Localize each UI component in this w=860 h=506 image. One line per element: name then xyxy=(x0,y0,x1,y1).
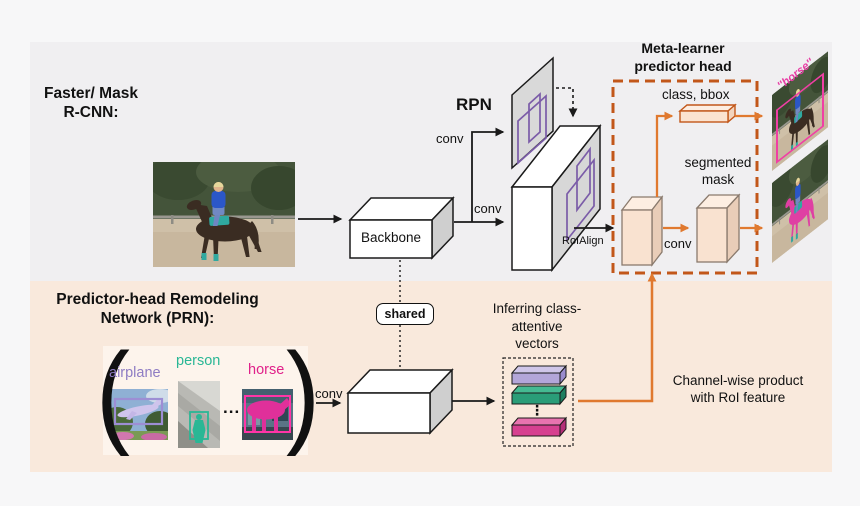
rpn-feature-plane xyxy=(511,56,554,170)
support-label-person: person xyxy=(176,353,221,369)
roialign-label: RoIAlign xyxy=(562,235,604,247)
support-ellipsis: ... xyxy=(223,398,241,417)
prn-title-line2: Network (PRN): xyxy=(100,310,215,328)
airplane-bbox xyxy=(113,397,164,426)
anchor-box-icon xyxy=(528,92,541,144)
horse-support-bbox xyxy=(244,395,291,433)
rpn-label: RPN xyxy=(456,95,492,114)
prn-title: Predictor-head Remodeling Network (PRN): xyxy=(30,290,285,329)
person-bbox xyxy=(189,411,209,440)
anchor-box-icon xyxy=(517,94,547,165)
faster-rcnn-title: Faster/ Mask R-CNN: xyxy=(32,84,150,123)
support-label-horse: horse xyxy=(248,362,285,378)
arrow-conv-to-rpn xyxy=(471,127,505,222)
conv-label-prn: conv xyxy=(315,386,343,401)
airplane-mask-icon xyxy=(117,398,162,420)
segmented-mask-line1: segmented xyxy=(684,155,752,170)
arrow-roihead-to-fc xyxy=(655,111,674,197)
channelwise-line1: Channel-wise product xyxy=(672,373,804,388)
conv-label-maskhead: conv xyxy=(664,236,692,251)
support-image-horse xyxy=(242,389,293,440)
roi-feature-box xyxy=(510,123,602,273)
horse-mask-icon xyxy=(247,398,291,431)
faster-rcnn-title-line2: R-CNN: xyxy=(63,104,119,122)
vector-airplane xyxy=(510,364,568,386)
inferring-line3: vectors xyxy=(515,336,559,352)
vector-person xyxy=(510,384,568,406)
meta-learner-title-line1: Meta-learner xyxy=(641,40,725,56)
meta-learner-dashed-box xyxy=(611,79,759,275)
support-image-airplane xyxy=(110,389,168,440)
anchor-box-icon xyxy=(566,157,595,243)
class-attentive-vectors xyxy=(502,357,574,447)
meta-learner-title-line2: predictor head xyxy=(634,57,732,74)
shared-badge: shared xyxy=(376,303,434,325)
channelwise-label: Channel-wise product with RoI feature xyxy=(652,373,824,407)
prn-title-line1: Predictor-head Remodeling xyxy=(56,291,259,308)
anchor-box-icon xyxy=(576,146,591,213)
conv-label-rpn: conv xyxy=(436,131,464,146)
support-paren-close: ) xyxy=(286,329,320,457)
class-bbox-fc-box xyxy=(678,103,737,124)
segmented-mask-line2: mask xyxy=(701,171,735,187)
backbone-label: Backbone xyxy=(360,230,422,245)
backbone-box xyxy=(348,196,455,260)
roi-head-box xyxy=(620,195,664,267)
support-paren-open: ( xyxy=(96,329,130,457)
support-image-person xyxy=(178,381,220,448)
inferring-vectors-label: Inferring class- attentive vectors xyxy=(476,300,598,353)
prn-backbone-box xyxy=(346,368,454,435)
vector-ellipsis: ⋮ xyxy=(530,402,544,418)
dashed-arrow-rpn-to-roibox xyxy=(556,87,578,118)
person-mask-icon xyxy=(192,414,206,443)
vector-horse xyxy=(510,416,568,438)
support-label-airplane: airplane xyxy=(109,365,161,381)
arrow-channelwise-product xyxy=(578,272,657,403)
shared-label: shared xyxy=(384,307,426,321)
inferring-line1: Inferring class- xyxy=(492,301,582,316)
conv-label-roibox: conv xyxy=(474,201,502,216)
channelwise-line2: with RoI feature xyxy=(690,389,786,405)
inferring-line2: attentive xyxy=(511,318,563,334)
faster-rcnn-title-line1: Faster/ Mask xyxy=(44,85,138,102)
mask-head-box xyxy=(695,193,741,264)
meta-learner-title: Meta-learner predictor head xyxy=(608,40,758,75)
class-bbox-label: class, bbox xyxy=(662,87,730,102)
segmented-mask-label: segmented mask xyxy=(670,155,766,189)
